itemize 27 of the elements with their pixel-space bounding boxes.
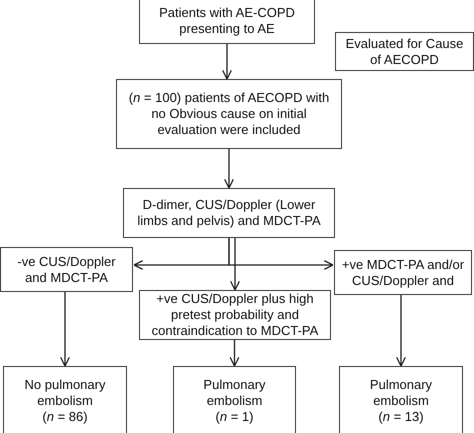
arrow — [222, 44, 232, 80]
process-box — [116, 79, 342, 149]
process-box — [123, 188, 335, 238]
box-text: Evaluated for Cause of AECOPD — [344, 36, 464, 68]
box-text: Patients with AE-COPD presenting to AE — [158, 5, 296, 37]
arrow — [60, 292, 70, 367]
box-text: (n = 13) — [378, 409, 424, 425]
note-box — [335, 32, 474, 71]
arrow — [229, 340, 240, 367]
box-text: -ve CUS/Doppler and MDCT-PA — [16, 254, 117, 286]
result-box — [339, 366, 463, 433]
box-text: +ve MDCT-PA and/or CUS/Doppler and — [340, 256, 466, 288]
box-text: (n = 100) patients of AECOPD with no Obvious cause on initial evaluation were included — [128, 90, 330, 138]
outcome-box — [334, 250, 472, 295]
arrow — [230, 238, 240, 291]
outcome-box — [139, 290, 331, 340]
process-box — [139, 0, 315, 44]
box-text: (n = 1) — [216, 409, 254, 425]
result-box — [173, 366, 296, 433]
outcome-box — [0, 247, 133, 292]
arrow — [228, 238, 334, 270]
arrow — [396, 295, 406, 367]
arrow — [224, 149, 234, 189]
box-text: +ve CUS/Doppler plus high pretest probability and contraindication to MDCT-PA — [150, 291, 320, 339]
result-box — [3, 366, 127, 433]
box-text: (n = 86) — [42, 409, 88, 425]
box-text: D-dimer, CUS/Doppler (Lower limbs and pelvis) and MDCT-PA — [136, 197, 322, 229]
